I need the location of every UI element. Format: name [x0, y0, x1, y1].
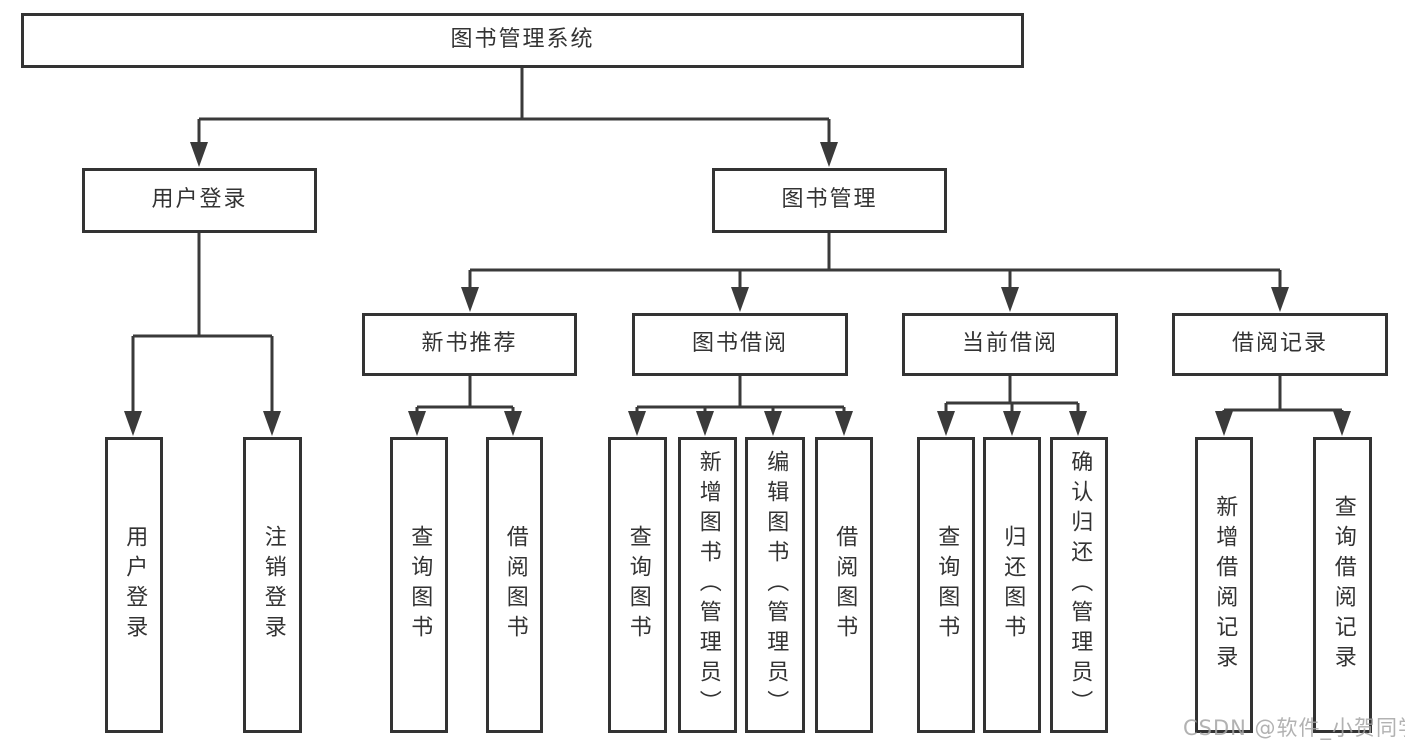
- arrowhead-recommend-children-1: [504, 411, 522, 436]
- node-query-books-borrow: 查询图书: [608, 437, 667, 733]
- connector-recommend-children: [415, 376, 515, 422]
- csdn-watermark: CSDN @软件_小贺同学: [1183, 716, 1405, 740]
- connector-root-to-level2: [197, 68, 831, 153]
- node-add-book-admin: 新增图书（管理员）: [678, 437, 737, 733]
- node-borrow-records: 借阅记录: [1172, 313, 1388, 376]
- node-edit-book-admin: 编辑图书（管理员）: [745, 437, 805, 733]
- node-return-book: 归还图书: [983, 437, 1041, 733]
- connector-user-login-children: [131, 233, 274, 422]
- connector-book-mgmt-children: [468, 233, 1282, 298]
- node-query-books-current: 查询图书: [917, 437, 975, 733]
- node-book-borrow: 图书借阅: [632, 313, 848, 376]
- arrowhead-book-mgmt-children-0: [461, 287, 479, 312]
- node-library-system-root: 图书管理系统: [21, 13, 1024, 68]
- arrowhead-root-to-level2-1: [820, 142, 838, 167]
- arrowhead-book-borrow-children-1: [696, 411, 714, 436]
- node-logout-leaf: 注销登录: [243, 437, 302, 733]
- arrowhead-book-mgmt-children-1: [731, 287, 749, 312]
- node-query-borrow-record: 查询借阅记录: [1313, 437, 1372, 733]
- node-book-management: 图书管理: [712, 168, 947, 233]
- connector-borrow-records-children: [1222, 376, 1344, 422]
- arrowhead-borrow-records-children-1: [1333, 411, 1351, 436]
- node-confirm-return-admin: 确认归还（管理员）: [1050, 437, 1108, 733]
- arrowhead-book-borrow-children-2: [764, 411, 782, 436]
- arrowhead-current-borrow-children-1: [1003, 411, 1021, 436]
- arrowhead-current-borrow-children-2: [1069, 411, 1087, 436]
- node-user-login-leaf: 用户登录: [105, 437, 163, 733]
- arrowhead-recommend-children-0: [408, 411, 426, 436]
- node-borrow-books-leaf: 借阅图书: [815, 437, 873, 733]
- node-user-login: 用户登录: [82, 168, 317, 233]
- arrowhead-book-borrow-children-3: [835, 411, 853, 436]
- arrowhead-borrow-records-children-0: [1215, 411, 1233, 436]
- arrowhead-book-mgmt-children-3: [1271, 287, 1289, 312]
- node-add-borrow-record: 新增借阅记录: [1195, 437, 1253, 733]
- arrowhead-book-borrow-children-0: [628, 411, 646, 436]
- arrowhead-current-borrow-children-0: [937, 411, 955, 436]
- connector-book-borrow-children: [635, 376, 846, 422]
- node-borrow-books-recommend: 借阅图书: [486, 437, 543, 733]
- arrowhead-book-mgmt-children-2: [1001, 287, 1019, 312]
- node-current-borrow: 当前借阅: [902, 313, 1118, 376]
- arrowhead-user-login-children-1: [263, 411, 281, 436]
- node-new-book-recommend: 新书推荐: [362, 313, 577, 376]
- arrowhead-user-login-children-0: [124, 411, 142, 436]
- arrowhead-root-to-level2-0: [190, 142, 208, 167]
- node-query-books-recommend: 查询图书: [390, 437, 448, 733]
